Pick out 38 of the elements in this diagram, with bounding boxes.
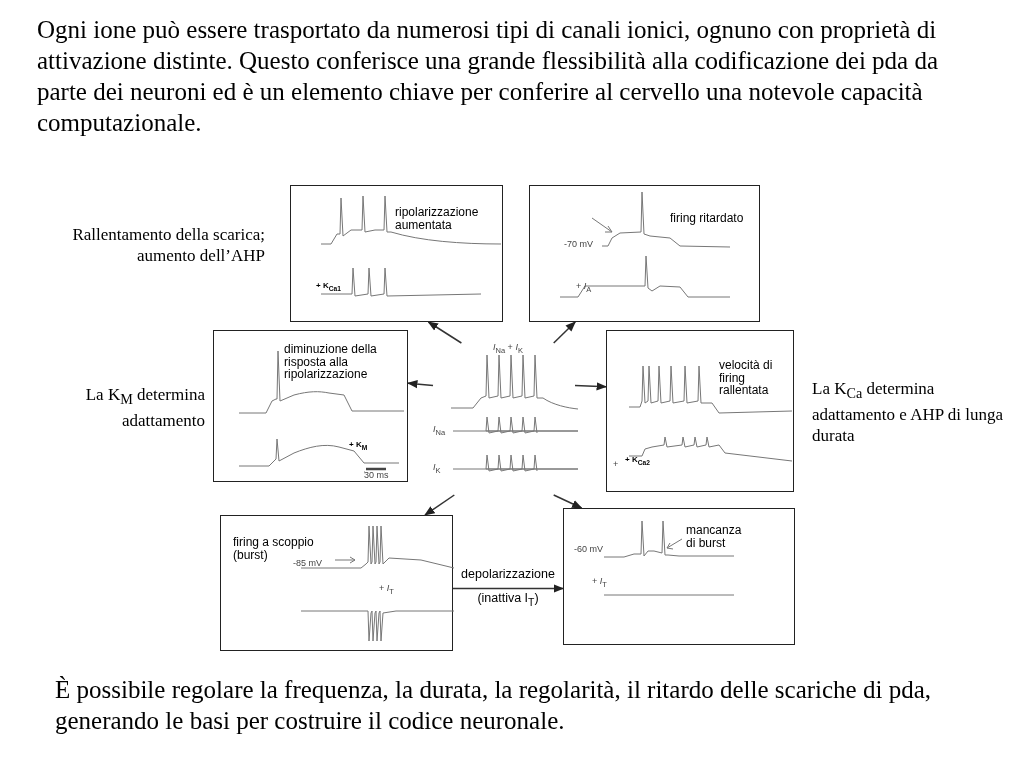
annotation-text: diminuzione della risposta alla ripolarizzazione (284, 343, 378, 381)
channel-label: + K$_{Ca2}$ (625, 456, 650, 466)
arrow (552, 321, 576, 344)
voltage-label: -85 mV (293, 559, 322, 569)
edge-label: depolarizzazione (inattiva I$_{T}$) (460, 565, 556, 610)
plus-sign: + (613, 460, 619, 470)
annotation-text: ripolarizzazione aumentata (395, 206, 480, 232)
current-label: I$_{Na}$ (433, 425, 446, 437)
arrow (574, 382, 608, 391)
annotation-text: velocità di firing rallentata (719, 359, 774, 397)
recording-panel (290, 185, 503, 322)
recording-panel (213, 330, 408, 482)
voltage-label: -70 mV (564, 240, 593, 250)
current-label: I$_{K}$ (433, 463, 441, 475)
arrow (424, 494, 456, 516)
caption-text: Rallentamento della scarica; aumento dell’AHP (71, 224, 265, 266)
caption-text: La K$_{M}$ determina adattamento (84, 384, 205, 432)
arrow (406, 379, 434, 389)
arrow (552, 494, 583, 509)
arrow (452, 584, 565, 593)
current-label: I$_{Na}$ + I$_{K}$ (493, 343, 523, 355)
current-label: + I$_{A}$ (576, 282, 592, 294)
channel-label: + K$_{Ca1}$ (316, 282, 341, 292)
channel-label: + K$_{M}$ (349, 441, 368, 451)
arrow (427, 321, 463, 344)
recording-panel (563, 508, 795, 645)
annotation-text: firing ritardato (670, 212, 745, 225)
recording-panel (220, 515, 453, 651)
current-label: + I$_{T}$ (379, 584, 394, 596)
paragraph-text: Ogni ione può essere trasportato da numerosi tipi di canali ionici, ognuno con proprietà di attivazione distinte. Questo conferisce una grande flessibilità alla codificazione dei pda da parte dei neuroni ed è un elemento chiave per conferire al cervello una notevole capacità computazionale. (37, 15, 940, 138)
recording-panel (529, 185, 760, 322)
caption-text: La K$_{Ca}$ determina adattamento e AHP di lunga durata (812, 378, 1005, 447)
recording-panel (606, 330, 794, 492)
voltage-label: -60 mV (574, 545, 603, 555)
current-label: + I$_{T}$ (592, 577, 607, 589)
scale-label: 30 ms (364, 471, 389, 481)
paragraph-text: È possibile regolare la frequenza, la durata, la regolarità, il ritardo delle scariche di pda, generando le basi per costruire il codice neuronale. (55, 675, 932, 736)
annotation-text: mancanza di burst (686, 524, 743, 550)
